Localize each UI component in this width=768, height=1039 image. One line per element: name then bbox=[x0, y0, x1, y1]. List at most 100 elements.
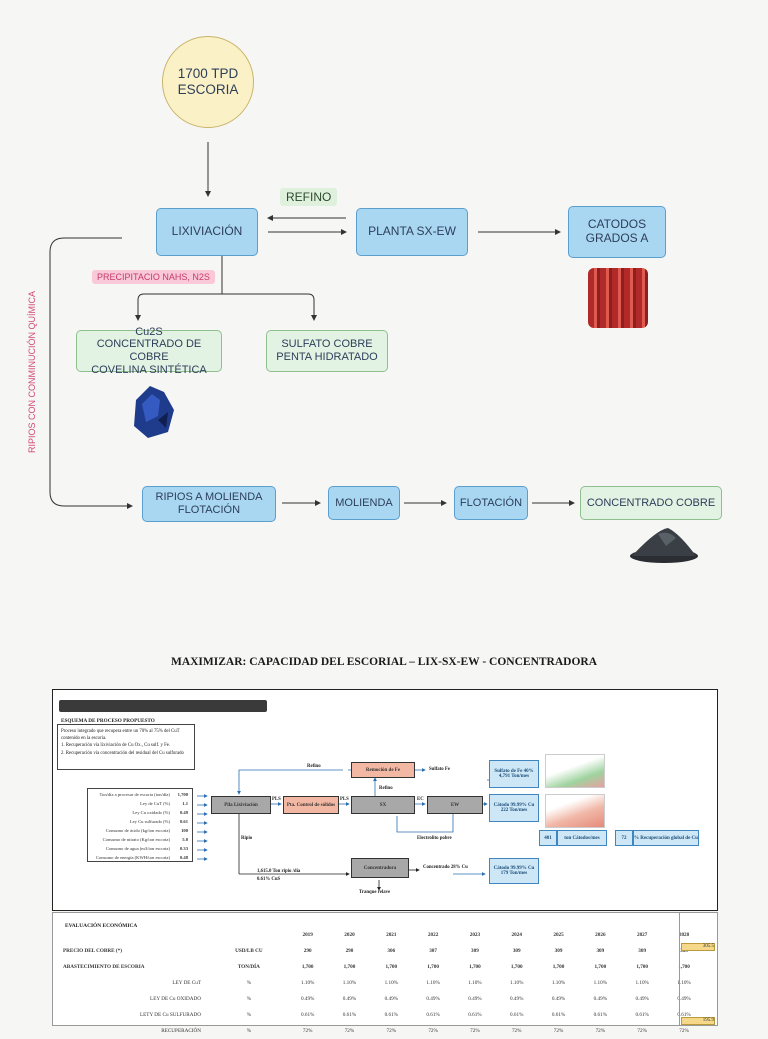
econ-cell: 0.61% bbox=[635, 1012, 649, 1018]
econ-cell: 72% bbox=[386, 1028, 397, 1034]
scheme-description-box bbox=[57, 724, 195, 770]
econ-header-blank bbox=[61, 927, 211, 943]
econ-cell: 0.61% bbox=[342, 1012, 357, 1018]
chart-thumbnail-1 bbox=[545, 754, 605, 788]
econ-year: 2020 bbox=[344, 932, 355, 938]
lixiviacion-box: LIXIVIACIÓN bbox=[156, 208, 258, 256]
econ-year: 2021 bbox=[386, 932, 397, 938]
econ-cell: 72% bbox=[637, 1028, 647, 1034]
ripios-box: RIPIOS A MOLIENDA FLOTACIÓN bbox=[142, 486, 276, 522]
scheme-description: Proceso integrado que recupera entre un … bbox=[61, 729, 184, 756]
sulfato-box: SULFATO COBRE PENTA HIDRATADO bbox=[266, 330, 388, 372]
ew-box: EW bbox=[427, 796, 483, 814]
section-title: MAXIMIZAR: CAPACIDAD DEL ESCORIAL – LIX-… bbox=[170, 656, 598, 668]
refino-flow-label: Refino bbox=[307, 764, 321, 769]
params-list: Ton/día a procesar de escoria (ton/día)1… bbox=[87, 790, 191, 862]
econ-cell: 72% bbox=[595, 1028, 606, 1034]
econ-cell: 1.10% bbox=[468, 980, 482, 986]
redacted-header-bar bbox=[59, 700, 267, 712]
param-value: 5.0 bbox=[182, 837, 188, 842]
recuperacion-value: 72 bbox=[615, 830, 633, 846]
param-row: Consumo de energía (KWH/ton escoria)0.48 bbox=[87, 853, 191, 862]
param-label: Consumo de agua (m3/ton escoria) bbox=[105, 846, 170, 851]
econ-year: 2019 bbox=[302, 932, 313, 938]
catodos-box: CATODOS GRADOS A bbox=[568, 206, 666, 258]
econ-cell: 1.10% bbox=[384, 980, 398, 986]
table-row: LETY DE Cu SULFURADO% 0.61% 0.61% 0.61% 0.61… bbox=[61, 1007, 705, 1023]
econ-row-label: LETY DE Cu SULFURADO bbox=[139, 1012, 201, 1018]
concentrate-pile-image bbox=[630, 528, 698, 563]
econ-cell: 306 bbox=[387, 948, 396, 954]
econ-cell: 1.10% bbox=[593, 980, 608, 986]
tranque-label: Tranque relave bbox=[359, 890, 391, 895]
econ-cell: 72% bbox=[428, 1028, 438, 1034]
econ-cell: 309 bbox=[554, 948, 563, 954]
econ-cell: 1,700 bbox=[552, 964, 565, 970]
param-row: Ley Cu oxidado (%)0.49 bbox=[87, 808, 191, 817]
refino2-label: Refino bbox=[379, 786, 393, 791]
econ-header-blank bbox=[211, 927, 287, 943]
electrolito-label: Electrolito pobre bbox=[417, 836, 452, 841]
ripio-ton-label: 1,615.0 Ton ripio /día 0.61% CuS bbox=[257, 869, 301, 882]
econ-year: 2025 bbox=[553, 932, 564, 938]
econ-cell: 1,700 bbox=[678, 964, 690, 970]
econ-cell: 1,700 bbox=[510, 964, 523, 970]
table-row: RECUPERACIÓN%72%72%72%72%72%72%72%72%72%… bbox=[61, 1023, 705, 1039]
econ-cell: 0.49% bbox=[342, 996, 357, 1002]
econ-cell: 0.49% bbox=[551, 996, 566, 1002]
precipitacion-tag: PRECIPITACIO NAHS, N2S bbox=[92, 270, 215, 284]
econ-title: EVALUACIÓN ECONÓMICA bbox=[65, 923, 138, 929]
econ-year: 2027 bbox=[636, 932, 648, 938]
param-label: Ton/día a procesar de escoria (ton/día) bbox=[99, 792, 170, 797]
econ-cell: 72% bbox=[470, 1028, 480, 1034]
econ-year: 2024 bbox=[511, 932, 522, 938]
catodo-sx-ew-box: Cátodo 99.99% Cu 222 Ton/mes bbox=[489, 794, 539, 822]
pls1-label: PLS bbox=[272, 797, 281, 802]
planta-sx-ew-box: PLANTA SX-EW bbox=[356, 208, 468, 256]
econ-cell: 72% bbox=[302, 1028, 313, 1034]
ton-catodos-value: 401 bbox=[539, 830, 557, 846]
econ-cell: 1,700 bbox=[636, 964, 648, 970]
cu2s-box: Cu2S CONCENTRADO DE COBRE COVELINA SINTÉ… bbox=[76, 326, 222, 376]
econ-row-unit: % bbox=[246, 980, 252, 986]
scheme-header: ESQUEMA DE PROCESO PROPUESTO bbox=[61, 718, 155, 724]
econ-row-label: LEY DE Cu OXIDADO bbox=[150, 996, 201, 1002]
econ-cell: 1,700 bbox=[343, 964, 356, 970]
econ-cell: 0.49% bbox=[300, 996, 315, 1002]
param-value: 0.49 bbox=[179, 810, 188, 815]
econ-cell: 0.61% bbox=[510, 1012, 524, 1018]
econ-cell: 0.49% bbox=[593, 996, 608, 1002]
econ-row-label: PRECIO DEL COBRE (*) bbox=[63, 948, 122, 954]
recuperacion-label: % Recuperación global de Cu bbox=[633, 830, 699, 846]
econ-cell: 0.49% bbox=[677, 996, 691, 1002]
ec-label: EC bbox=[417, 797, 424, 802]
econ-cell: 290 bbox=[303, 948, 312, 954]
econ-side-value-1: 305.5 bbox=[681, 943, 715, 951]
sulfato-fe-label: Sulfato Fe bbox=[429, 767, 450, 772]
econ-cell: 309 bbox=[471, 948, 479, 954]
econ-row-unit: % bbox=[246, 1012, 252, 1018]
covellite-mineral-image bbox=[134, 386, 174, 438]
sulfato-fe-product-box: Sulfato de Fe 40% 4,791 Ton/mes bbox=[489, 760, 539, 788]
econ-cell: 0.61% bbox=[384, 1012, 398, 1018]
econ-cell: 1.10% bbox=[551, 980, 566, 986]
econ-row-label: LEY DE CuT bbox=[172, 980, 201, 986]
param-row: Consumo de nitrato (Kg/ton escoria)5.0 bbox=[87, 835, 191, 844]
table-row: LEY DE CuT%1.10%1.10%1.10%1.10%1.10%1.10… bbox=[61, 975, 705, 991]
pls2-label: PLS bbox=[340, 797, 349, 802]
econ-cell: 1,700 bbox=[301, 964, 314, 970]
econ-cell: 0.61% bbox=[551, 1012, 566, 1018]
econ-cell: 0.49% bbox=[635, 996, 649, 1002]
table-row: LEY DE Cu OXIDADO%0.49%0.49%0.49%0.49%0.… bbox=[61, 991, 705, 1007]
econ-cell: 309 bbox=[596, 948, 605, 954]
econ-cell: 0.61% bbox=[426, 1012, 440, 1018]
ton-catodos-label: ton Cátodos/mes bbox=[557, 830, 607, 846]
param-label: Ley de CuT (%) bbox=[140, 801, 170, 806]
param-value: 0.61 bbox=[179, 819, 188, 824]
econ-cell: 1.10% bbox=[342, 980, 357, 986]
